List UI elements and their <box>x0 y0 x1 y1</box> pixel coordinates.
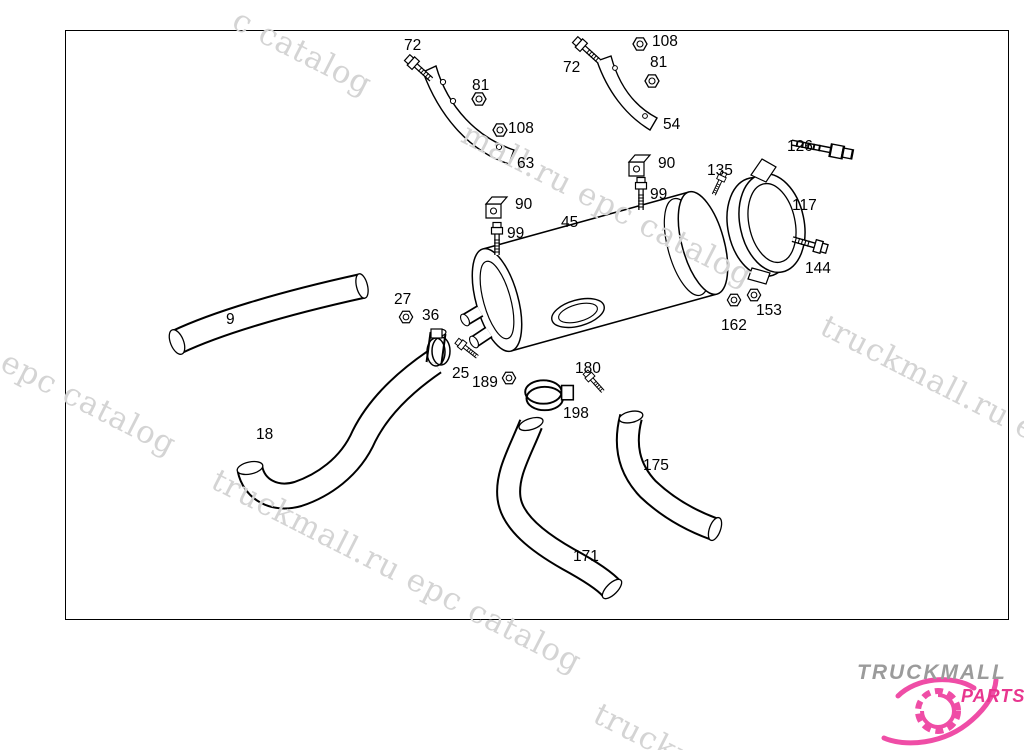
part-label-72-6: 72 <box>563 59 581 76</box>
part-label-45-12: 45 <box>561 214 579 231</box>
part-label-108-2: 108 <box>508 120 534 137</box>
hose-171 <box>496 416 623 600</box>
part-label-175-28: 175 <box>643 457 669 474</box>
part-label-135-14: 135 <box>707 162 733 179</box>
part-label-189-22: 189 <box>472 374 498 391</box>
diagram-frame <box>65 30 1009 620</box>
part-label-36-20: 36 <box>422 307 440 324</box>
part-label-81-8: 81 <box>650 54 668 71</box>
part-label-81-1: 81 <box>472 77 490 94</box>
logo-suffix: PARTS <box>961 686 1024 706</box>
logo-swirl-icon <box>881 677 999 746</box>
part-label-25-21: 25 <box>452 365 470 382</box>
clamp-117 <box>726 158 806 285</box>
hose-18 <box>236 350 442 510</box>
part-label-153-17: 153 <box>756 302 782 319</box>
bracket-63 <box>422 65 515 165</box>
part-label-63-3: 63 <box>517 155 535 172</box>
part-label-117-15: 117 <box>792 197 817 214</box>
bracket-54 <box>596 55 658 131</box>
pipe-9 <box>168 273 369 355</box>
part-label-108-7: 108 <box>652 33 678 50</box>
part-label-99-5: 99 <box>507 225 525 242</box>
part-label-27-19: 27 <box>394 291 412 308</box>
hose-175 <box>615 410 723 542</box>
part-label-126-13: 126 <box>787 138 813 155</box>
logo-brand: TRUCKMALL <box>857 661 1007 684</box>
part-label-198-24: 198 <box>563 405 589 422</box>
part-label-171-27: 171 <box>573 548 599 565</box>
part-label-54-9: 54 <box>663 116 681 133</box>
part-label-9-25: 9 <box>226 311 235 328</box>
part-label-90-4: 90 <box>515 196 533 213</box>
part-label-162-18: 162 <box>721 317 747 334</box>
part-label-144-16: 144 <box>805 260 831 277</box>
part-label-90-10: 90 <box>658 155 676 172</box>
part-label-99-11: 99 <box>650 186 668 203</box>
muffler-45 <box>459 190 729 353</box>
part-label-18-26: 18 <box>256 426 274 443</box>
part-label-72-0: 72 <box>404 37 422 54</box>
part-label-180-23: 180 <box>575 360 601 377</box>
